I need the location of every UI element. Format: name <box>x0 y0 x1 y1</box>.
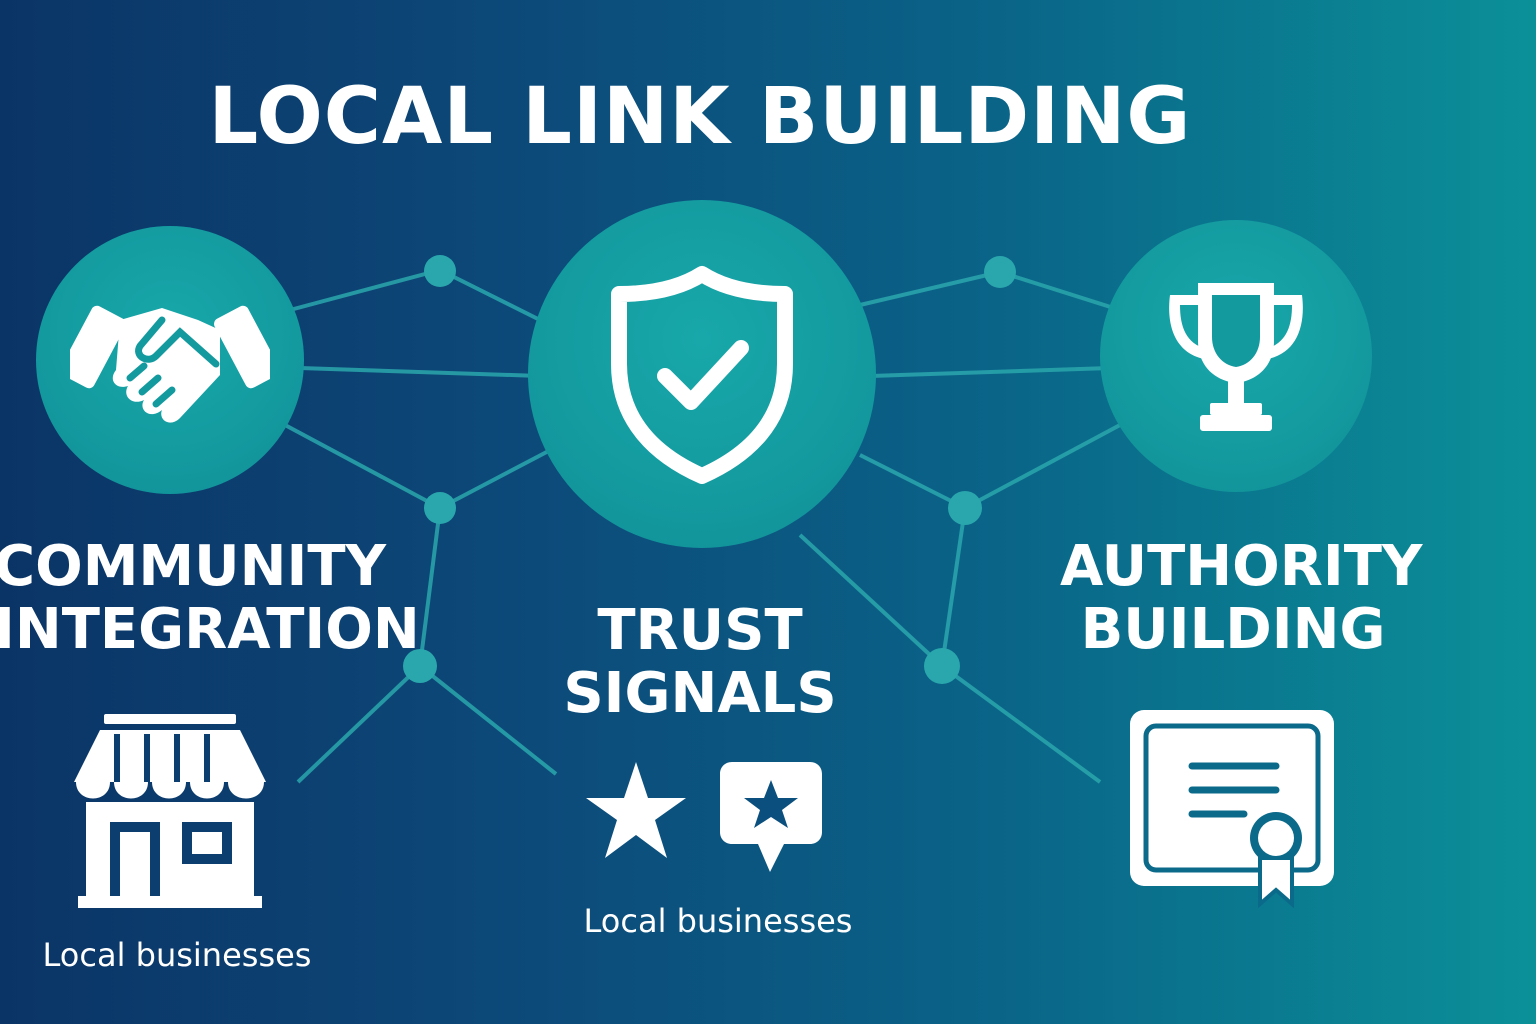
trust-label-line2: SIGNALS <box>563 660 837 726</box>
connector-line <box>418 507 442 667</box>
connector-dot <box>924 648 960 684</box>
community-circle <box>36 226 304 494</box>
connector-line <box>798 533 944 668</box>
authority-circle <box>1100 220 1372 492</box>
connector-dot <box>424 492 456 524</box>
connector-line <box>284 423 441 510</box>
authority-label: AUTHORITY BUILDING <box>1060 534 1423 662</box>
connector-line <box>869 366 1111 378</box>
connector-dot <box>403 649 437 683</box>
connector-line <box>859 453 966 510</box>
connector-line <box>439 443 561 510</box>
connector-line <box>289 268 441 312</box>
connector-dot <box>424 255 456 287</box>
community-label-line1: COMMUNITY <box>0 534 387 599</box>
certificate-icon <box>1130 710 1334 908</box>
connector-dot <box>948 491 982 525</box>
page-title: LOCAL LINK BUILDING <box>208 72 1192 162</box>
connector-line <box>964 423 1121 510</box>
trust-label: TRUST SIGNALS <box>540 598 860 726</box>
connector-line <box>418 664 558 776</box>
connector-line <box>999 270 1121 312</box>
community-label: COMMUNITY INTEGRATION <box>0 534 420 662</box>
community-label-line2: INTEGRATION <box>0 596 420 662</box>
trophy-icon <box>1169 283 1303 431</box>
community-caption: Local businesses <box>42 936 312 974</box>
connector-line <box>296 664 422 784</box>
star-icon <box>586 762 686 858</box>
trust-label-line1: TRUST <box>597 598 803 663</box>
connector-line <box>299 366 541 378</box>
connector-dot <box>984 256 1016 288</box>
review-bubble-star-icon <box>720 762 822 872</box>
connector-line <box>940 664 1102 784</box>
authority-label-line1: AUTHORITY <box>1060 534 1423 599</box>
handshake-icon <box>70 305 270 423</box>
trust-caption: Local businesses <box>583 902 853 940</box>
trust-circle <box>528 200 876 548</box>
shield-check-icon <box>611 266 793 484</box>
authority-label-line2: BUILDING <box>1080 596 1386 662</box>
connector-line <box>940 507 967 667</box>
connector-line <box>859 270 1001 307</box>
storefront-icon <box>74 714 266 908</box>
